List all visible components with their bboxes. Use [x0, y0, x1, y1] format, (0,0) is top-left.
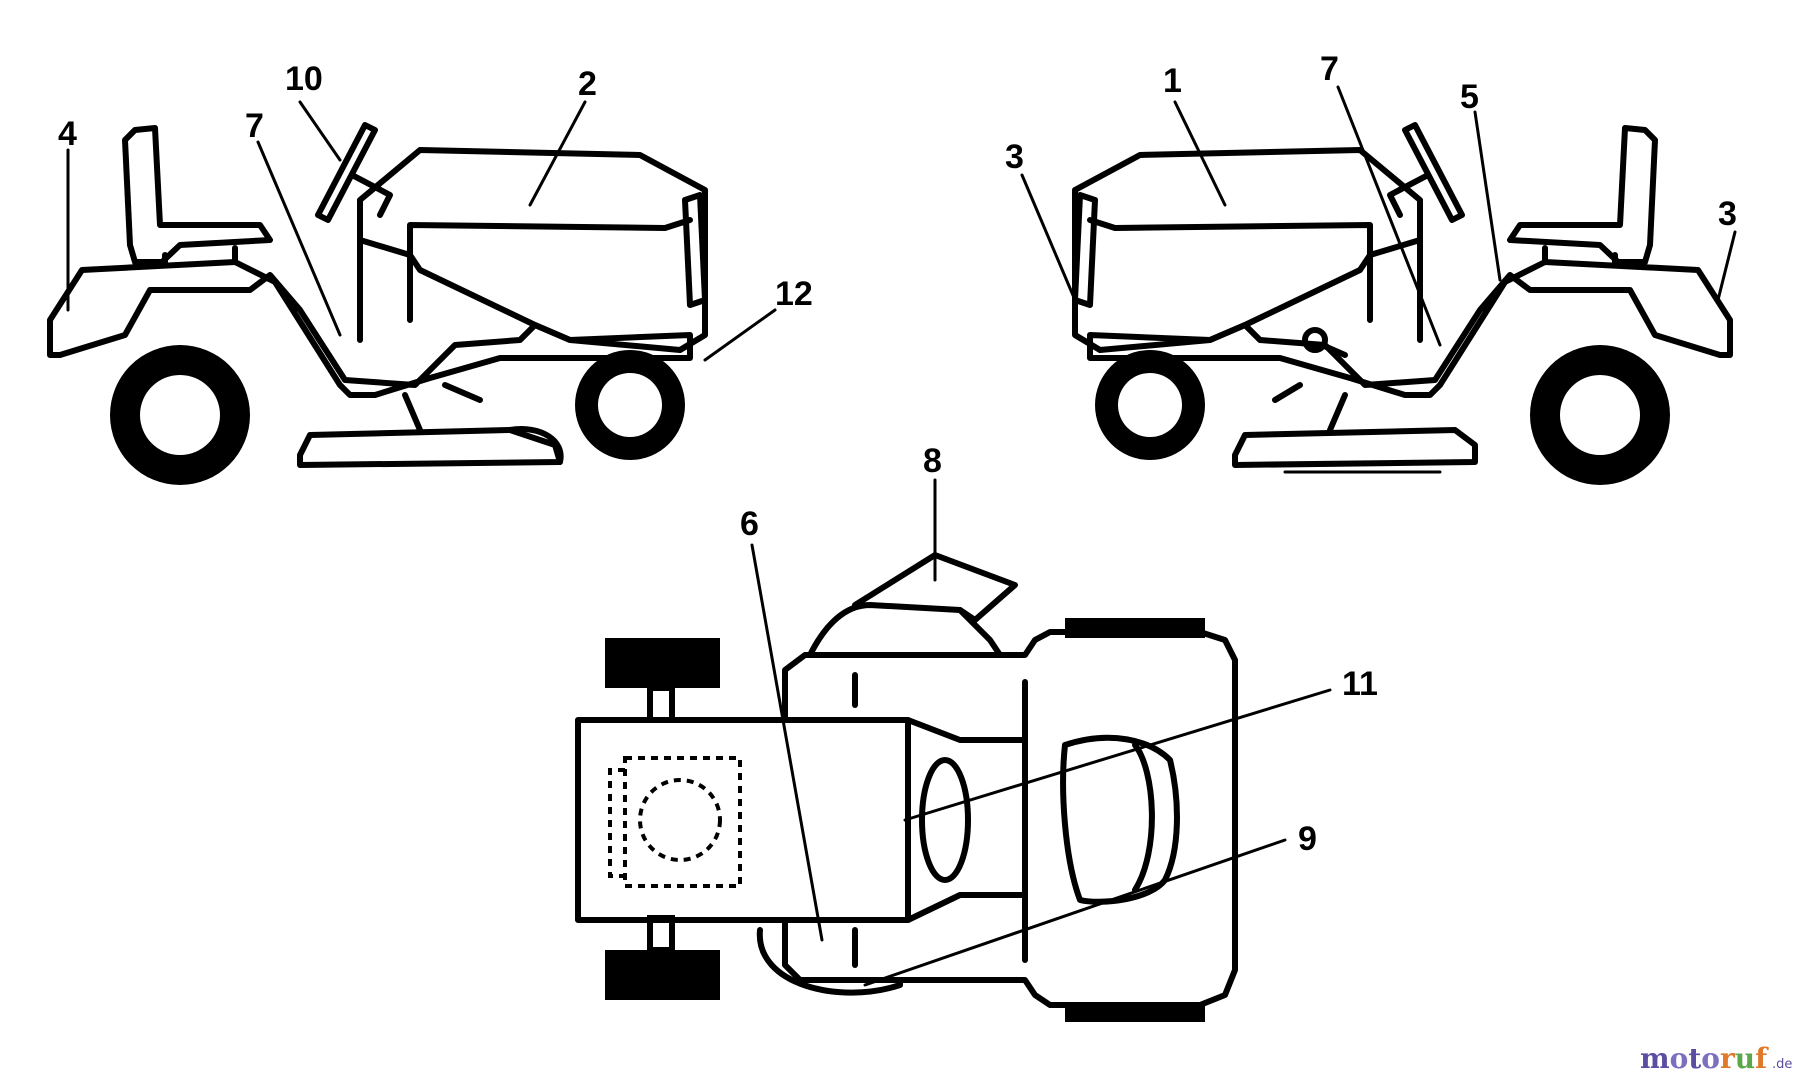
top-fuel-cap-dashed: [638, 778, 722, 862]
top-frame: [782, 629, 1238, 1008]
left-hood: [357, 147, 708, 353]
watermark-suffix: .de: [1772, 1057, 1792, 1072]
callout-3-rear: 3: [1718, 195, 1737, 233]
left-front-hub: [598, 373, 662, 437]
left-steering-column: [349, 172, 393, 218]
right-seat-post: [1542, 245, 1618, 265]
right-grille: [1072, 192, 1098, 308]
right-deck-arm: [1272, 382, 1348, 433]
watermark-o: o: [1670, 1042, 1689, 1075]
top-steering-wheel: [919, 757, 971, 883]
leader-3-rear: [1716, 230, 1737, 302]
callout-8: 8: [923, 442, 942, 480]
top-seat-dashed-back: [608, 768, 625, 878]
left-deck-chute: [507, 426, 564, 465]
watermark-f: f: [1755, 1042, 1769, 1075]
callout-7-right: 7: [1320, 50, 1339, 88]
callout-12: 12: [775, 275, 813, 313]
top-rear-wheel-upper: [605, 638, 720, 688]
left-seat: [122, 125, 273, 265]
top-view: 8 6 11 9: [575, 442, 1378, 1022]
top-rear-wheel-lower: [605, 950, 720, 1000]
right-steering-column: [1387, 172, 1431, 218]
leader-9: [863, 838, 1287, 987]
right-seat: [1507, 125, 1658, 265]
right-lift-knob: [1302, 327, 1328, 353]
callout-4: 4: [58, 115, 77, 153]
leader-7-right: [1336, 85, 1442, 347]
callout-5: 5: [1460, 78, 1479, 116]
top-seat-dashed: [623, 756, 742, 888]
callout-7-left: 7: [245, 107, 264, 145]
right-hood-inner: [1087, 217, 1373, 323]
callout-10: 10: [285, 60, 323, 98]
watermark-u: u: [1735, 1042, 1755, 1075]
top-seat-box: [575, 717, 911, 923]
leader-2: [528, 100, 587, 207]
leader-7-left: [256, 140, 342, 337]
leader-3-front: [1020, 173, 1077, 302]
right-steering-wheel: [1402, 122, 1465, 223]
left-mower-deck: [297, 427, 563, 468]
callout-11: 11: [1342, 665, 1378, 703]
right-hood: [1072, 147, 1423, 353]
left-grille: [682, 192, 708, 308]
watermark-o2: o: [1701, 1042, 1720, 1075]
callout-6: 6: [740, 505, 759, 543]
top-chute: [807, 602, 1003, 658]
left-seat-post: [162, 245, 238, 265]
leader-5: [1473, 110, 1502, 282]
callout-3-front: 3: [1005, 138, 1024, 176]
right-lift-lever: [1319, 342, 1348, 358]
top-hood-bulge: [1060, 734, 1180, 905]
callout-2: 2: [578, 65, 597, 103]
top-axle-upper: [647, 685, 675, 723]
right-rear-hub: [1560, 375, 1640, 455]
motoruf-watermark: motoruf .de: [1640, 1042, 1792, 1075]
svg-text:motoruf: motoruf: [1640, 1042, 1769, 1075]
leader-6: [750, 543, 824, 942]
left-rear-hub: [140, 375, 220, 455]
leader-12: [703, 308, 777, 362]
leader-10: [298, 100, 342, 162]
callout-9: 9: [1298, 820, 1317, 858]
right-mower-deck: [1232, 427, 1478, 468]
watermark-m: m: [1640, 1042, 1670, 1075]
left-side-view: 10 2 4 7 12: [47, 60, 813, 485]
callout-1: 1: [1163, 62, 1182, 100]
top-deck-curve: [756, 927, 903, 996]
right-side-view: 1 7 5 3 3: [1005, 50, 1737, 485]
left-hood-inner: [407, 217, 693, 323]
watermark-r: r: [1720, 1042, 1736, 1075]
leader-1: [1173, 100, 1227, 207]
top-hood-inner: [1132, 742, 1155, 893]
watermark-t: t: [1688, 1042, 1701, 1075]
leader-11: [903, 688, 1332, 822]
top-chute-cover: [852, 552, 1018, 623]
top-steering-housing: [905, 717, 1028, 923]
left-deck-arm: [402, 382, 483, 433]
left-steering-wheel: [315, 122, 378, 223]
right-front-hub: [1118, 373, 1182, 437]
